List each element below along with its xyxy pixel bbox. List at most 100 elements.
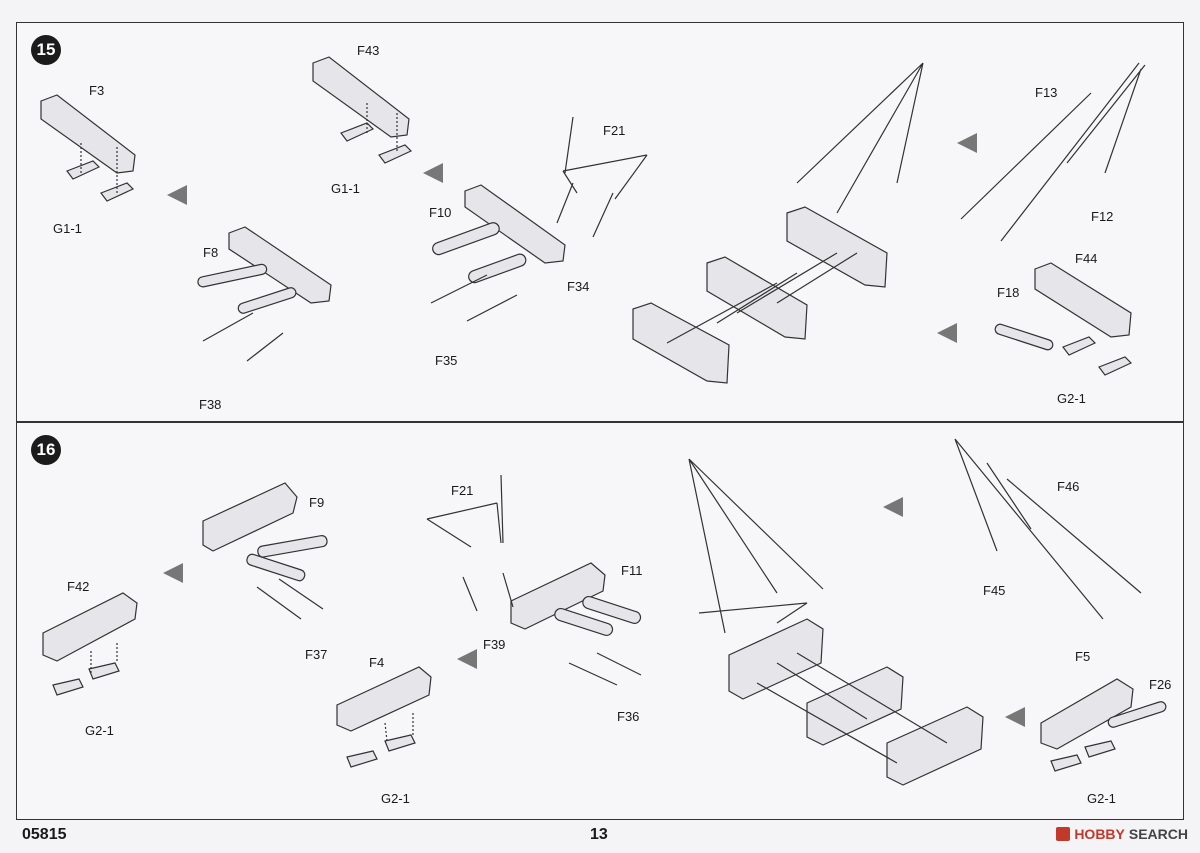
bumper-part-f9-assy <box>202 482 298 552</box>
assembly-arrow-icon <box>163 563 183 583</box>
bumper-part-f4 <box>336 666 432 732</box>
hobby-search-logo-icon <box>1056 827 1071 841</box>
part-label: F12 <box>1091 209 1114 224</box>
step-16-drawing <box>42 438 1167 786</box>
part-label: F4 <box>369 655 385 670</box>
link-part-f37 <box>256 578 324 620</box>
assembly-arrow-icon <box>1005 707 1025 727</box>
part-label: G2-1 <box>381 791 410 806</box>
part-label: F10 <box>429 205 452 220</box>
bumper-part <box>632 302 730 384</box>
part-label: F5 <box>1075 649 1091 664</box>
part-label: G1-1 <box>53 221 82 236</box>
cylinder-part <box>468 253 527 284</box>
cylinder-part-f10 <box>432 222 500 256</box>
bumper-part-f5 <box>1040 678 1134 750</box>
link-part-f36 <box>568 652 642 686</box>
part-label: F43 <box>357 43 380 58</box>
bracket-part <box>340 122 375 142</box>
part-label: F37 <box>305 647 328 662</box>
assembly-arrow-icon <box>883 497 903 517</box>
bumper-part-f43 <box>312 56 410 138</box>
part-label: F26 <box>1149 677 1172 692</box>
step-number-badge: 15 <box>31 35 61 65</box>
link-part-f39 <box>462 572 514 612</box>
part-label: F36 <box>617 709 640 724</box>
part-label: F11 <box>621 563 643 578</box>
bracket-part <box>378 144 413 164</box>
chassis-rail <box>756 652 948 764</box>
cylinder-part-f8 <box>197 263 268 288</box>
part-label: F21 <box>603 123 626 138</box>
cylinder-part <box>246 553 306 582</box>
rod-part-f45-f46 <box>954 438 1142 620</box>
bumper-part-f42 <box>42 592 138 662</box>
bumper-part <box>786 206 888 288</box>
bumper-part <box>886 706 984 786</box>
step-number-badge: 16 <box>31 435 61 465</box>
cylinder-part-f9 <box>257 535 328 558</box>
assembly-arrow-icon <box>423 163 443 183</box>
guide-line <box>80 103 398 193</box>
bracket-part <box>1084 740 1116 758</box>
part-label: F18 <box>997 285 1020 300</box>
bumper-part-f44 <box>1034 262 1132 338</box>
part-label: F45 <box>983 583 1006 598</box>
bracket-part <box>1062 336 1097 356</box>
frame-part-f21 <box>426 502 502 548</box>
part-label: F3 <box>89 83 105 98</box>
part-label: F34 <box>567 279 590 294</box>
bumper-part <box>728 618 824 700</box>
chassis-rail <box>666 252 858 344</box>
frame-part-f21 <box>562 154 648 200</box>
cylinder-part <box>554 607 614 636</box>
part-label: F35 <box>435 353 458 368</box>
step-15-drawing <box>40 56 1146 384</box>
step-number: 16 <box>36 440 56 459</box>
link-part-f35 <box>430 274 518 322</box>
rod-part <box>564 116 574 174</box>
guide-line <box>90 643 414 742</box>
part-label: F9 <box>309 495 325 510</box>
bracket-part <box>52 678 84 696</box>
assembly-arrow-icon <box>937 323 957 343</box>
bracket-part <box>346 750 378 768</box>
bumper-part-f11-assy <box>510 562 606 630</box>
rod-part <box>688 458 824 634</box>
step-15-panel: 15 <box>16 22 1184 422</box>
part-label: F13 <box>1035 85 1058 100</box>
bumper-part-f3 <box>40 94 136 174</box>
link-part-f34 <box>556 182 614 238</box>
watermark-suffix: SEARCH <box>1128 826 1188 842</box>
rod-part <box>500 474 504 544</box>
cylinder-part <box>237 287 297 314</box>
assembly-arrow-icon <box>457 649 477 669</box>
assembly-arrow-icon <box>957 133 977 153</box>
rod-part-f13-f12 <box>960 62 1146 242</box>
bracket-part <box>1098 356 1133 376</box>
page-number: 13 <box>590 826 608 843</box>
bracket-part <box>66 160 101 180</box>
bumper-part-f10-assy <box>464 184 566 264</box>
watermark-brand: HOBBY <box>1074 826 1125 842</box>
part-label: G2-1 <box>1057 391 1086 406</box>
part-label: F39 <box>483 637 506 652</box>
assembly-arrow-icon <box>167 185 187 205</box>
step-number: 15 <box>36 40 56 59</box>
cylinder-part-f11 <box>582 595 642 624</box>
part-label: G2-1 <box>1087 791 1116 806</box>
part-label: F8 <box>203 245 219 260</box>
cylinder-part-f26 <box>1107 701 1167 728</box>
step-16-panel: 16 <box>16 422 1184 820</box>
bumper-part-f8-assy <box>228 226 332 304</box>
part-label: G1-1 <box>331 181 360 196</box>
part-label: G2-1 <box>85 723 114 738</box>
cylinder-part-f18 <box>994 323 1054 351</box>
bracket-part <box>88 662 120 680</box>
part-label: F42 <box>67 579 90 594</box>
bracket-part <box>384 734 416 752</box>
frame-part <box>698 602 808 624</box>
part-label: F46 <box>1057 479 1080 494</box>
catalog-number: 05815 <box>22 826 67 843</box>
bumper-part <box>806 666 904 746</box>
